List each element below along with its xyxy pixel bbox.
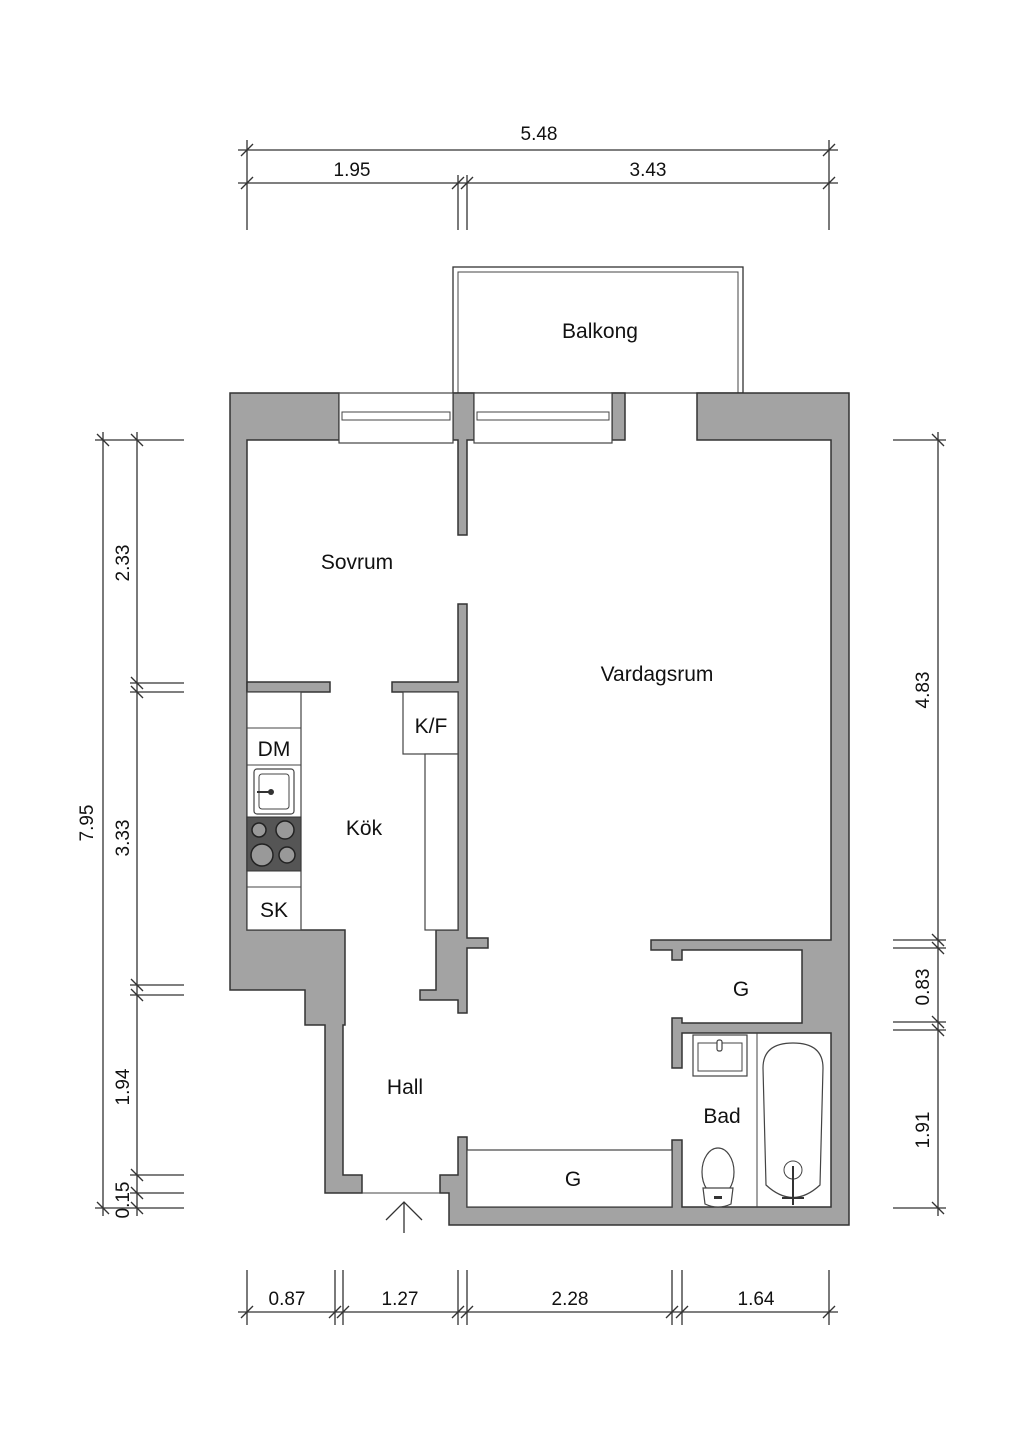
dim-top-2: 3.43 xyxy=(630,160,667,181)
entrance-arrow-icon xyxy=(385,1201,423,1233)
room-label-balkong: Balkong xyxy=(562,320,638,343)
bathtub-icon xyxy=(762,1042,824,1205)
dim-left-4: 0.15 xyxy=(113,1182,134,1219)
kitchen-counter xyxy=(246,691,459,931)
dim-left-3: 1.94 xyxy=(113,1068,134,1105)
dim-bottom-1: 0.87 xyxy=(269,1289,306,1310)
stove-icon xyxy=(246,816,302,872)
sink-icon xyxy=(253,768,295,815)
room-label-bad: Bad xyxy=(703,1105,740,1128)
dim-left-total: 7.95 xyxy=(77,805,98,842)
dimension-right: 4.83 0.83 1.91 xyxy=(893,432,946,1216)
room-label-vardagsrum: Vardagsrum xyxy=(601,663,714,686)
dim-bottom-2: 1.27 xyxy=(382,1289,419,1310)
dim-top-1: 1.95 xyxy=(334,160,371,181)
bathroom-fixtures xyxy=(692,1033,824,1208)
fixture-label-fridge-freezer: K/F xyxy=(415,715,448,738)
dimension-left: 7.95 2.33 3.33 1.94 0.15 xyxy=(77,432,184,1218)
dim-bottom-4: 1.64 xyxy=(738,1289,775,1310)
dim-top-total: 5.48 xyxy=(521,124,558,145)
dim-left-2: 3.33 xyxy=(113,820,134,857)
dim-left-1: 2.33 xyxy=(113,545,134,582)
dim-right-2: 0.83 xyxy=(913,969,934,1006)
fixture-label-dishwasher: DM xyxy=(258,738,291,761)
dim-right-3: 1.91 xyxy=(913,1112,934,1149)
closet-lower xyxy=(466,1149,673,1208)
room-label-garderob-lower: G xyxy=(565,1168,581,1191)
walls xyxy=(229,392,850,1226)
fixture-label-cabinet: SK xyxy=(260,899,288,922)
room-label-sovrum: Sovrum xyxy=(321,551,393,574)
toilet-icon xyxy=(701,1147,735,1208)
dimension-bottom: 0.87 1.27 2.28 1.64 xyxy=(238,1270,838,1325)
windows xyxy=(338,392,613,444)
room-label-garderob-upper: G xyxy=(733,978,749,1001)
room-label-hall: Hall xyxy=(387,1076,423,1099)
dim-bottom-3: 2.28 xyxy=(552,1289,589,1310)
dim-right-1: 4.83 xyxy=(913,672,934,709)
dimension-top: 5.48 1.95 3.43 xyxy=(238,124,838,230)
room-label-kok: Kök xyxy=(346,817,383,840)
washbasin-icon xyxy=(692,1034,748,1077)
